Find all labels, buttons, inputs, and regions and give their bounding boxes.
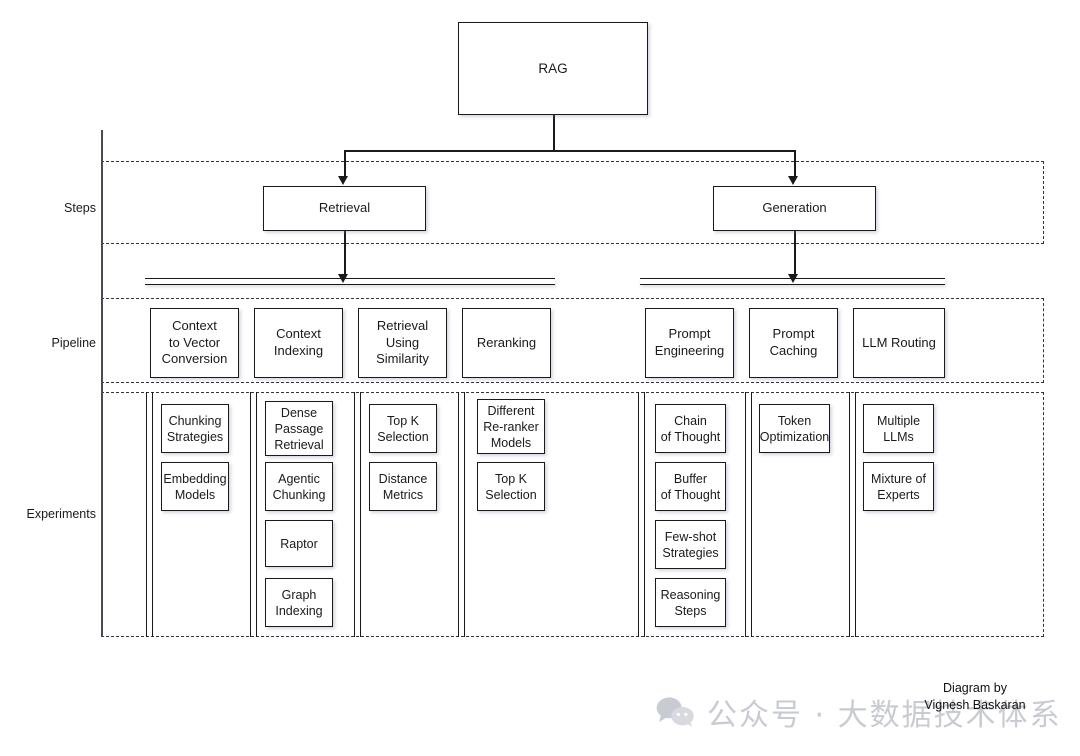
connector-rag-bus xyxy=(344,150,795,152)
node-mixture-of-experts[interactable]: Mixture of Experts xyxy=(863,462,934,511)
column-divider-7 xyxy=(849,392,856,637)
node-rag[interactable]: RAG xyxy=(458,22,648,115)
arrowhead-retrieval-pipeline xyxy=(338,274,348,283)
row-label-pipeline: Pipeline xyxy=(51,336,96,350)
arrowhead-generation xyxy=(788,176,798,185)
connector-to-generation xyxy=(794,150,796,178)
node-embedding-models[interactable]: Embedding Models xyxy=(161,462,229,511)
node-chunking-strategies[interactable]: Chunking Strategies xyxy=(161,404,229,453)
node-prompt-caching[interactable]: Prompt Caching xyxy=(749,308,838,378)
column-divider-1 xyxy=(146,392,153,637)
node-retrieval[interactable]: Retrieval xyxy=(263,186,426,231)
node-prompt-engineering[interactable]: Prompt Engineering xyxy=(645,308,734,378)
node-context-to-vector-conversion[interactable]: Context to Vector Conversion xyxy=(150,308,239,378)
node-few-shot-strategies[interactable]: Few-shot Strategies xyxy=(655,520,726,569)
node-chain-of-thought[interactable]: Chain of Thought xyxy=(655,404,726,453)
node-buffer-of-thought[interactable]: Buffer of Thought xyxy=(655,462,726,511)
arrowhead-generation-pipeline xyxy=(788,274,798,283)
node-top-k-selection-similarity[interactable]: Top K Selection xyxy=(369,404,437,453)
row-label-experiments: Experiments xyxy=(26,507,96,521)
node-reasoning-steps[interactable]: Reasoning Steps xyxy=(655,578,726,627)
lane-steps xyxy=(101,161,1044,244)
column-divider-3 xyxy=(354,392,361,637)
row-axis-spine xyxy=(101,130,103,637)
node-agentic-chunking[interactable]: Agentic Chunking xyxy=(265,462,333,511)
node-generation[interactable]: Generation xyxy=(713,186,876,231)
node-context-indexing[interactable]: Context Indexing xyxy=(254,308,343,378)
node-raptor[interactable]: Raptor xyxy=(265,520,333,567)
column-divider-2 xyxy=(250,392,257,637)
row-label-steps: Steps xyxy=(64,201,96,215)
group-rule-retrieval xyxy=(145,278,555,285)
column-divider-4 xyxy=(458,392,465,637)
connector-generation-down xyxy=(794,231,796,278)
arrowhead-retrieval xyxy=(338,176,348,185)
node-multiple-llms[interactable]: Multiple LLMs xyxy=(863,404,934,453)
node-retrieval-using-similarity[interactable]: Retrieval Using Similarity xyxy=(358,308,447,378)
node-dense-passage-retrieval[interactable]: Dense Passage Retrieval xyxy=(265,401,333,456)
node-different-re-ranker-models[interactable]: Different Re-ranker Models xyxy=(477,399,545,454)
node-token-optimization[interactable]: Token Optimization xyxy=(759,404,830,453)
connector-retrieval-down xyxy=(344,231,346,278)
node-llm-routing[interactable]: LLM Routing xyxy=(853,308,945,378)
node-distance-metrics[interactable]: Distance Metrics xyxy=(369,462,437,511)
connector-rag-stem xyxy=(553,115,555,151)
column-divider-6 xyxy=(745,392,752,637)
wechat-icon xyxy=(656,697,694,727)
node-reranking[interactable]: Reranking xyxy=(462,308,551,378)
node-top-k-selection-reranking[interactable]: Top K Selection xyxy=(477,462,545,511)
column-divider-5 xyxy=(638,392,645,637)
diagram-credit: Diagram by Vignesh Baskaran xyxy=(924,681,1026,712)
node-graph-indexing[interactable]: Graph Indexing xyxy=(265,578,333,627)
connector-to-retrieval xyxy=(344,150,346,178)
